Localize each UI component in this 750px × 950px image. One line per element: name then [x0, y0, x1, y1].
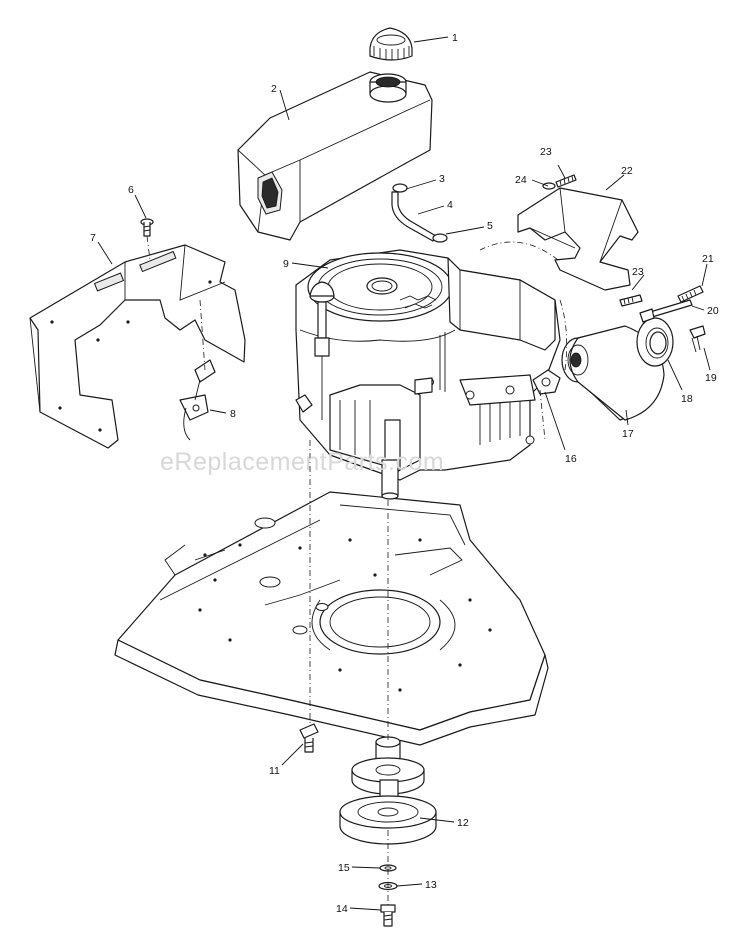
callout-5: 5 — [487, 220, 493, 232]
muffler-deflector — [636, 317, 674, 367]
bolt-14 — [380, 904, 396, 927]
callout-2: 2 — [271, 83, 277, 95]
callout-12: 12 — [457, 817, 469, 829]
bolt-23-muffler — [619, 294, 643, 307]
fuel-tank — [237, 71, 433, 241]
screw-19 — [689, 325, 706, 353]
callout-15: 15 — [338, 862, 350, 874]
screw-6 — [140, 218, 154, 237]
callout-labels: 1 2 3 4 5 6 7 8 9 11 12 13 14 15 16 17 1… — [90, 32, 719, 915]
engine-pulley-lower — [339, 779, 437, 845]
throttle-control — [179, 359, 216, 441]
bolt-23-top — [555, 174, 577, 188]
callout-23-top: 23 — [540, 146, 552, 158]
callout-6: 6 — [128, 184, 134, 196]
callout-leaders — [97, 36, 711, 911]
callout-20: 20 — [707, 305, 719, 317]
fuel-line — [391, 183, 448, 243]
fuel-cap — [369, 27, 413, 61]
callout-16: 16 — [565, 453, 577, 465]
bolt-11 — [299, 723, 319, 753]
callout-1: 1 — [452, 32, 458, 44]
callout-9: 9 — [283, 258, 289, 270]
callout-22: 22 — [621, 165, 633, 177]
callout-13: 13 — [425, 879, 437, 891]
callout-4: 4 — [447, 199, 453, 211]
callout-19: 19 — [705, 372, 717, 384]
bolt-20 — [639, 299, 693, 323]
heat-shield — [517, 187, 639, 291]
chassis-frame — [114, 491, 549, 746]
callout-7: 7 — [90, 232, 96, 244]
alignment-lines — [146, 235, 568, 905]
callout-24: 24 — [515, 174, 527, 186]
watermark-text: eReplacementParts.com — [160, 448, 444, 476]
callout-21: 21 — [702, 253, 714, 265]
callout-3: 3 — [439, 173, 445, 185]
engine-dipstick — [309, 281, 335, 420]
callout-14: 14 — [336, 903, 348, 915]
muffler-gasket — [532, 369, 561, 395]
callout-18: 18 — [681, 393, 693, 405]
washer-24 — [542, 182, 556, 190]
bolt-21 — [677, 285, 704, 303]
callout-11: 11 — [269, 765, 280, 777]
callout-17: 17 — [622, 428, 634, 440]
callout-23-muffler: 23 — [632, 266, 644, 278]
engine-cover-panel — [29, 244, 246, 449]
engine — [295, 249, 561, 500]
callout-8: 8 — [230, 408, 236, 420]
muffler — [561, 325, 665, 421]
